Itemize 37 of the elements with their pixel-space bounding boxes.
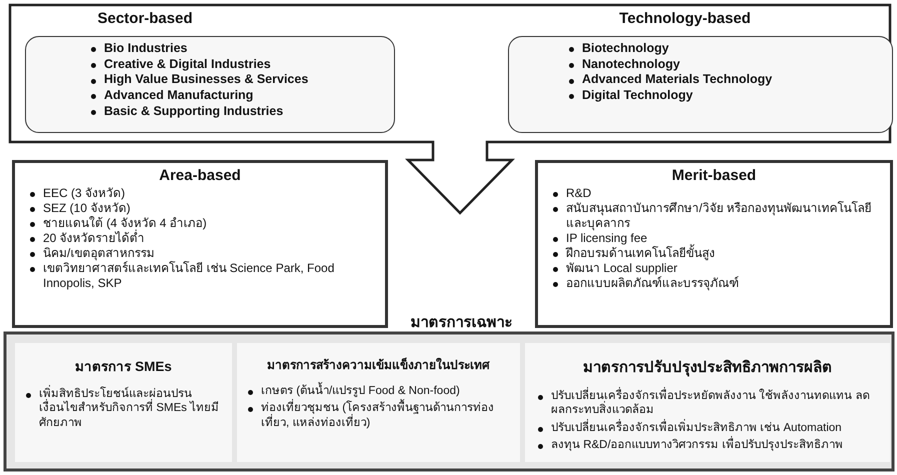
- measure-panel: [525, 343, 890, 462]
- category-box: [12, 160, 388, 328]
- rounded-list-box: [508, 36, 893, 133]
- list-item: EEC (3 จังหวัด): [43, 186, 126, 200]
- list-item: 20 จังหวัดรายได้ต่ำ: [43, 231, 145, 245]
- heading: มาตรการปรับปรุงประสิทธิภาพการผลิต: [582, 358, 833, 378]
- list-item: นิคม/เขตอุตสาหกรรม: [43, 246, 154, 260]
- list-item: SEZ (10 จังหวัด): [43, 201, 130, 215]
- list-item: ฝึกอบรมด้านเทคโนโลยีขั้นสูง: [566, 246, 715, 260]
- list-item: ชายแดนใต้ (4 จังหวัด 4 อำเภอ): [43, 216, 207, 230]
- list-item: ออกแบบผลิตภัณฑ์และบรรจุภัณฑ์: [566, 276, 739, 290]
- list-item: R&D: [566, 186, 592, 200]
- category-box: [535, 160, 893, 328]
- rounded-list-box: [25, 36, 395, 133]
- list-item: Advanced Materials Technology: [582, 72, 772, 86]
- heading: Sector-based: [96, 10, 194, 27]
- list-item: Digital Technology: [582, 88, 693, 102]
- list-item: Creative & Digital Industries: [104, 56, 271, 71]
- list-item: Biotechnology: [582, 41, 669, 55]
- measure-panel: [237, 343, 520, 462]
- list-item: Advanced Manufacturing: [104, 88, 254, 102]
- list-item: พัฒนา Local supplier: [566, 261, 678, 275]
- list-item: ปรับเปลี่ยนเครื่องจักรเพื่อเพิ่มประสิทธิภาพ เช่น Automation: [551, 422, 842, 434]
- list-item: Nanotechnology: [582, 56, 680, 71]
- list-item: เขตวิทยาศาสตร์และเทคโนโลยี เช่น Science Park, Food Innopolis, SKP: [43, 261, 334, 290]
- heading: มาตรการ SMEs: [74, 358, 173, 376]
- list-item: IP licensing fee: [566, 231, 648, 245]
- section-label: มาตรการเฉพาะ: [410, 313, 514, 333]
- list-item: Bio Industries: [104, 41, 188, 55]
- list-item: Basic & Supporting Industries: [104, 104, 284, 118]
- measure-panel: [15, 343, 232, 462]
- list-item: High Value Businesses & Services: [104, 72, 308, 86]
- heading: Area-based: [158, 167, 242, 184]
- heading: มาตรการสร้างความเข้มแข็งภายในประเทศ: [266, 356, 491, 374]
- list-item: สนับสนุนสถาบันการศึกษา/วิจัย หรือกองทุนพัฒนาเทคโนโลยีและบุคลากร: [566, 201, 872, 230]
- heading: Merit-based: [670, 167, 758, 184]
- heading: Technology-based: [618, 10, 752, 27]
